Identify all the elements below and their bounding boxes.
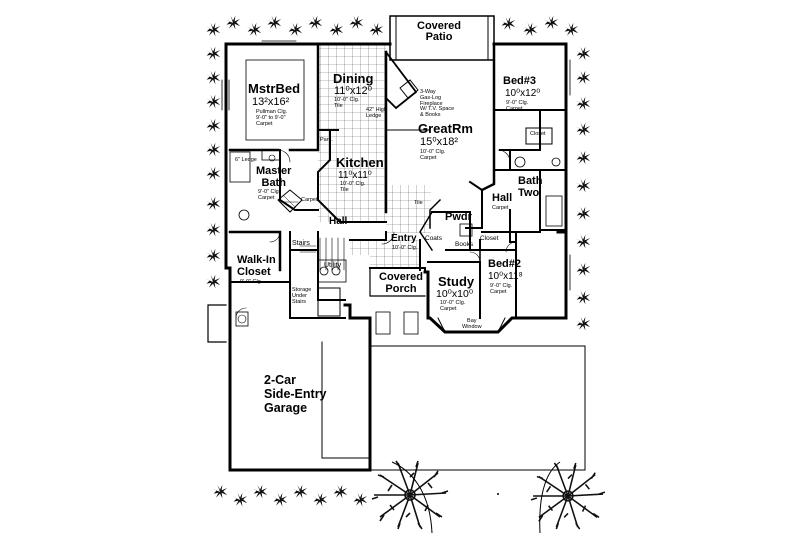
hall-name: Hall: [492, 192, 513, 204]
ledge-notes: 42" High Ledge: [366, 107, 387, 119]
storage-label: Storage Under Stairs: [292, 287, 312, 305]
ledge-bath-label: 6" Ledge: [235, 157, 257, 163]
bed2-notes: 9'-0" Clg. Carpet: [490, 283, 513, 295]
master-bath-name: Master Bath: [256, 165, 292, 189]
dining-notes: 10'-0" Clg. Tile: [334, 97, 360, 109]
study-name: Study: [438, 274, 475, 289]
great-room-notes: 10'-0" Clg. Carpet: [420, 149, 446, 161]
tile-label: Tile: [414, 200, 423, 206]
coats-label: Coats: [425, 235, 442, 242]
kitchen-notes: 10'-0" Clg. Tile: [340, 181, 366, 193]
closet2-label: Closet: [480, 235, 499, 242]
kitchen-name: Kitchen: [336, 155, 384, 170]
stairs-label: Stairs: [292, 240, 310, 247]
master-bed-dims: 13²x16²: [252, 96, 290, 108]
entry-name: Entry: [391, 233, 417, 244]
pantry-label: Pant.: [320, 137, 333, 143]
hall2-label: Hall: [329, 216, 348, 227]
kitchen-dims: 11⁰x11⁰: [338, 170, 372, 181]
entry-notes: 10'-0" Clg.: [392, 245, 418, 251]
patio-label: Covered Patio: [417, 20, 462, 43]
hall-notes: Carpet: [492, 205, 509, 211]
walkin-closet-notes: 9'-0" Clg.: [240, 279, 263, 285]
bed2-name: Bed#2: [488, 258, 522, 270]
garage-name: 2-Car Side-Entry Garage: [264, 373, 327, 415]
dining-dims: 11⁰x12⁰: [334, 85, 372, 97]
carpet-label: Carpet: [301, 197, 318, 203]
plan-dot: [497, 493, 499, 495]
dining-name: Dining: [333, 71, 374, 86]
bed3-name: Bed#3: [503, 75, 537, 87]
bed3-notes: 9'-0" Clg. Carpet: [506, 100, 529, 112]
master-bed-name: MstrBed: [248, 81, 301, 96]
closet-label: Closet: [530, 131, 546, 137]
fireplace-notes: 3-Way Gas-Log Fireplace W/ T.V. Space & …: [420, 89, 455, 119]
landscaping-shrubs: [371, 460, 606, 533]
bay-window-label: Bay Window: [462, 318, 482, 330]
covered-porch-name: Covered Porch: [379, 271, 424, 295]
great-room-name: GreatRm: [418, 121, 473, 136]
master-bath-notes: 9'-0" Clg. Carpet: [258, 189, 281, 201]
great-room-dims: 15⁰x18²: [420, 136, 459, 148]
bed3-dims: 10⁰x12⁰: [505, 88, 541, 99]
utility-label: Utility: [324, 262, 342, 269]
bed2-dims: 10⁰x11⁸: [488, 271, 523, 282]
study-notes: 10'-0" Clg. Carpet: [440, 300, 466, 312]
master-bed-notes: Pullman Clg. 9'-0" to 9'-0" Carpet: [256, 109, 288, 127]
bath-two-name: Bath Two: [518, 175, 543, 199]
pwdr-name: Pwdr: [445, 211, 472, 223]
walkin-closet-name: Walk-In Closet: [237, 254, 276, 278]
walls: [207, 15, 586, 472]
study-dims: 10⁰x10⁰: [436, 288, 474, 300]
books-label: Books: [455, 241, 474, 248]
